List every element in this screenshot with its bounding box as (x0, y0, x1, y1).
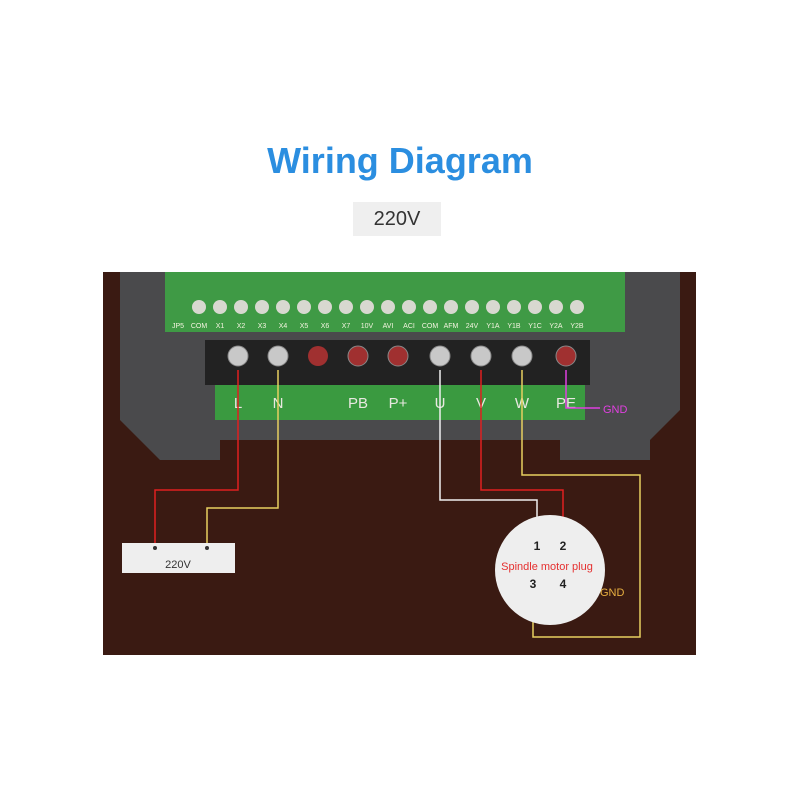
power-terminal-label-pb: PB (348, 395, 368, 412)
power-terminal-screw (347, 345, 369, 367)
control-terminal-label: Y1B (507, 323, 521, 330)
control-terminal-label: Y1C (528, 323, 542, 330)
control-terminal-screw (360, 300, 374, 314)
page-title: Wiring Diagram (267, 140, 533, 181)
control-terminal-label: AVI (383, 323, 394, 330)
control-terminal-screw (507, 300, 521, 314)
control-terminal-label: JP5 (172, 323, 184, 330)
control-terminal-label: Y2A (549, 323, 563, 330)
control-terminal-screw (486, 300, 500, 314)
power-label-strip (215, 385, 585, 420)
power-terminal-screw (555, 345, 577, 367)
control-terminal-screw (528, 300, 542, 314)
supply-box (122, 543, 235, 573)
control-terminal-screw (570, 300, 584, 314)
control-terminal-label: COM (191, 323, 208, 330)
supply-terminal-dot (153, 546, 157, 550)
wire-L (154, 370, 239, 548)
control-terminal-label: X2 (237, 323, 246, 330)
control-terminal-label: X3 (258, 323, 267, 330)
pe-gnd-label: GND (603, 404, 628, 416)
control-terminal-block: JP5 COM X1 X2 X3 X4 X5 X6 X7 10V AVI ACI COM AFM 24V Y1… (172, 300, 584, 330)
wire-N (206, 370, 279, 548)
plug-label: Spindle motor plug (501, 561, 593, 573)
power-terminal-screw (470, 345, 492, 367)
wire-W (521, 370, 641, 638)
power-terminal-screw (429, 345, 451, 367)
control-terminal-label: 24V (466, 323, 479, 330)
power-terminal-screw (227, 345, 249, 367)
supply-terminal-dot (205, 546, 209, 550)
control-terminal-screw (234, 300, 248, 314)
control-terminal-screw (192, 300, 206, 314)
plug-pin-3: 3 (530, 577, 537, 591)
control-terminal-screw (381, 300, 395, 314)
control-terminal-label: AFM (444, 323, 459, 330)
power-terminal-screw (267, 345, 289, 367)
control-terminal-screw (402, 300, 416, 314)
control-terminal-label: X4 (279, 323, 288, 330)
plug-gnd-label: GND (600, 587, 625, 599)
spindle-plug (495, 515, 605, 625)
control-terminal-screw (255, 300, 269, 314)
control-terminal-label: X7 (342, 323, 351, 330)
plug-pin-4: 4 (560, 577, 567, 591)
power-terminal-screw (308, 346, 328, 366)
control-terminal-label: X6 (321, 323, 330, 330)
control-terminal-label: COM (422, 323, 439, 330)
control-terminal-label: ACI (403, 323, 415, 330)
control-terminal-label: X1 (216, 323, 225, 330)
plug-pin-1: 1 (534, 539, 541, 553)
control-terminal-label: Y2B (570, 323, 584, 330)
control-terminal-screw (339, 300, 353, 314)
control-terminal-screw (276, 300, 290, 314)
control-terminal-label: Y1A (486, 323, 500, 330)
control-terminal-screw (444, 300, 458, 314)
control-terminal-screw (549, 300, 563, 314)
control-terminal-screw (423, 300, 437, 314)
voltage-badge: 220V (353, 202, 441, 236)
power-terminal-screw (511, 345, 533, 367)
power-terminal-label-pplus: P+ (389, 395, 408, 412)
control-terminal-screw (297, 300, 311, 314)
control-terminal-screw (318, 300, 332, 314)
plug-pin-2: 2 (560, 539, 567, 553)
wire-PE (565, 370, 600, 409)
supply-label: 220V (165, 559, 191, 571)
control-terminal-label: X5 (300, 323, 309, 330)
control-terminal-screw (213, 300, 227, 314)
wire-V (480, 370, 564, 535)
control-terminal-screw (465, 300, 479, 314)
control-terminal-label: 10V (361, 323, 374, 330)
power-terminal-screw (387, 345, 409, 367)
